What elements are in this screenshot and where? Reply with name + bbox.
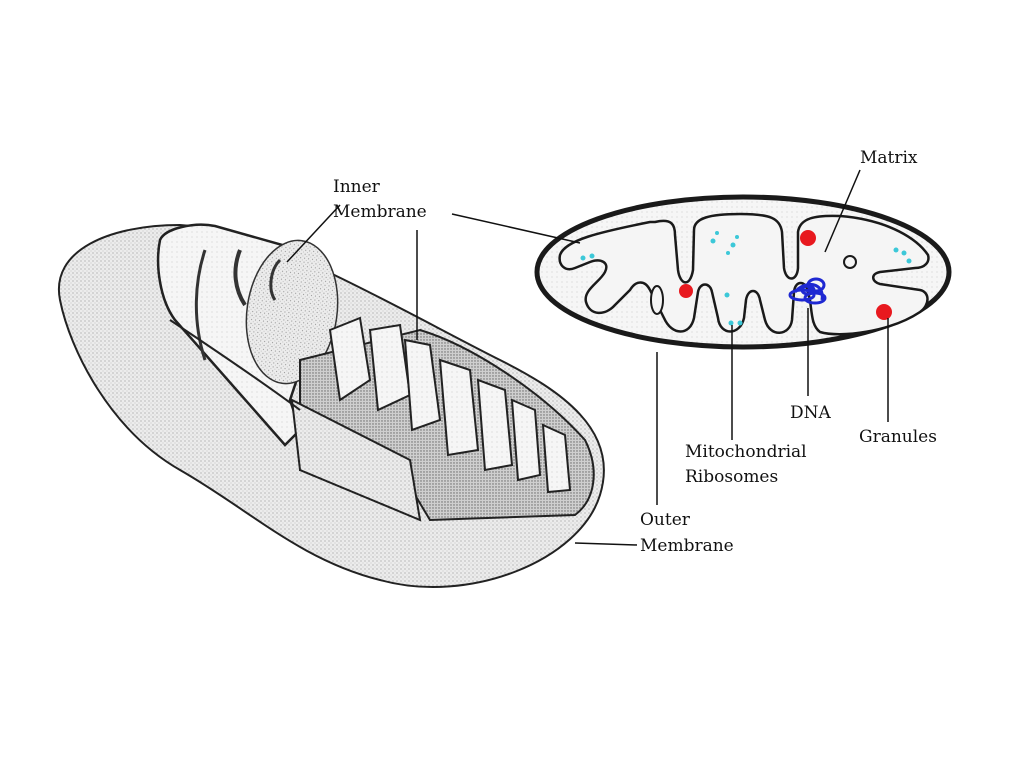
granule (679, 284, 693, 298)
leader-inner-membrane-cross (451, 213, 581, 244)
label-matrix: Matrix (860, 148, 918, 168)
dna-cluster (788, 277, 827, 305)
leader-lines (286, 169, 889, 546)
leader-matrix (824, 169, 861, 253)
leader-outer-membrane-3d (574, 542, 638, 546)
granule (876, 304, 892, 320)
label-outer-membrane-line1: Outer (640, 510, 690, 530)
label-ribosomes-line1: Mitochondrial (685, 442, 807, 462)
granule (800, 230, 816, 246)
inner-membrane-cristae (558, 212, 930, 336)
label-outer-membrane-line2: Membrane (640, 536, 734, 556)
leader-inner-membrane-3d (286, 204, 341, 263)
cutaway-mitochondrion (57, 223, 605, 588)
cross-section-mitochondrion (534, 194, 952, 350)
inner-membrane-cut-face (245, 239, 339, 385)
label-ribosomes-line2: Ribosomes (685, 467, 779, 487)
label-granules: Granules (859, 427, 937, 447)
label-inner-membrane-line2: Membrane (333, 202, 427, 222)
granules (679, 230, 892, 320)
label-inner-membrane-line1: Inner (333, 177, 380, 197)
mitochondrial-ribosomes (580, 231, 912, 326)
label-dna: DNA (790, 403, 831, 423)
